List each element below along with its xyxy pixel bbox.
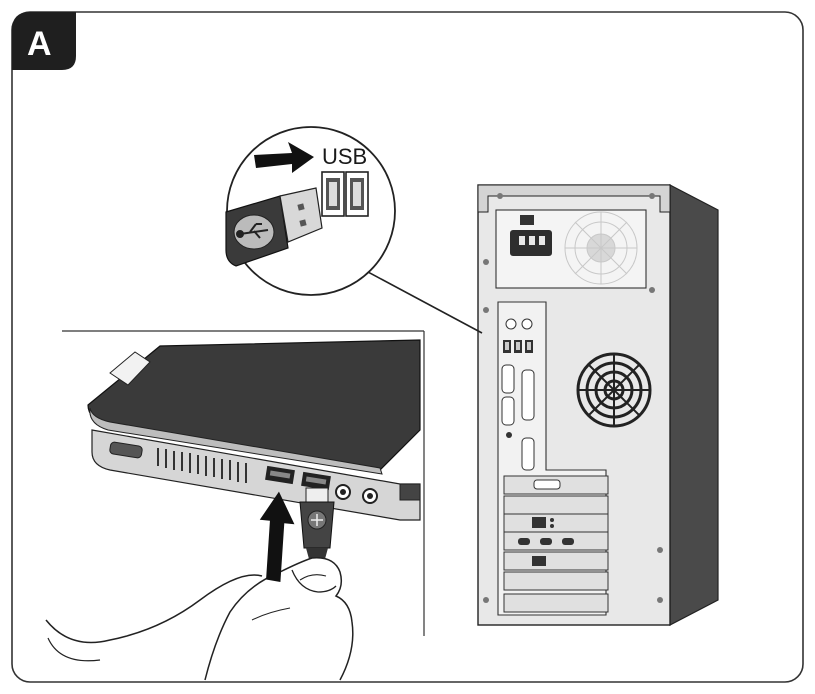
slot-connector: [540, 538, 552, 545]
insert-arrow-icon: [259, 491, 295, 582]
expansion-slots: [503, 475, 609, 613]
ps2-port: [505, 318, 517, 330]
slot-serial-port: [533, 479, 561, 490]
serial-port: [501, 364, 515, 394]
usb-trident-icon: [236, 223, 269, 239]
callout-usb-plug-icon: [225, 187, 323, 267]
hand: [204, 557, 354, 681]
usb-cable: [45, 574, 263, 644]
power-switch: [520, 215, 534, 225]
parallel-port: [521, 369, 535, 421]
usb-callout: USB: [225, 126, 396, 296]
slot-connector: [518, 538, 530, 545]
laptop-inset: [45, 330, 425, 681]
modem-port: [532, 556, 546, 566]
serial-port: [501, 396, 515, 426]
case-fan-grille: [576, 352, 652, 428]
psu-fan: [564, 211, 638, 285]
network-port: [532, 517, 546, 528]
slot-connector: [562, 538, 574, 545]
callout-arrow-icon: [254, 142, 314, 173]
laptop-vent: [157, 448, 247, 483]
usb-label: USB: [322, 144, 367, 169]
pc-tower: [477, 184, 719, 626]
laptop-vga-port: [109, 441, 143, 459]
step-badge-label: A: [27, 25, 52, 63]
step-badge: A: [12, 12, 76, 70]
vga-port: [521, 437, 535, 471]
ps2-port: [521, 318, 533, 330]
